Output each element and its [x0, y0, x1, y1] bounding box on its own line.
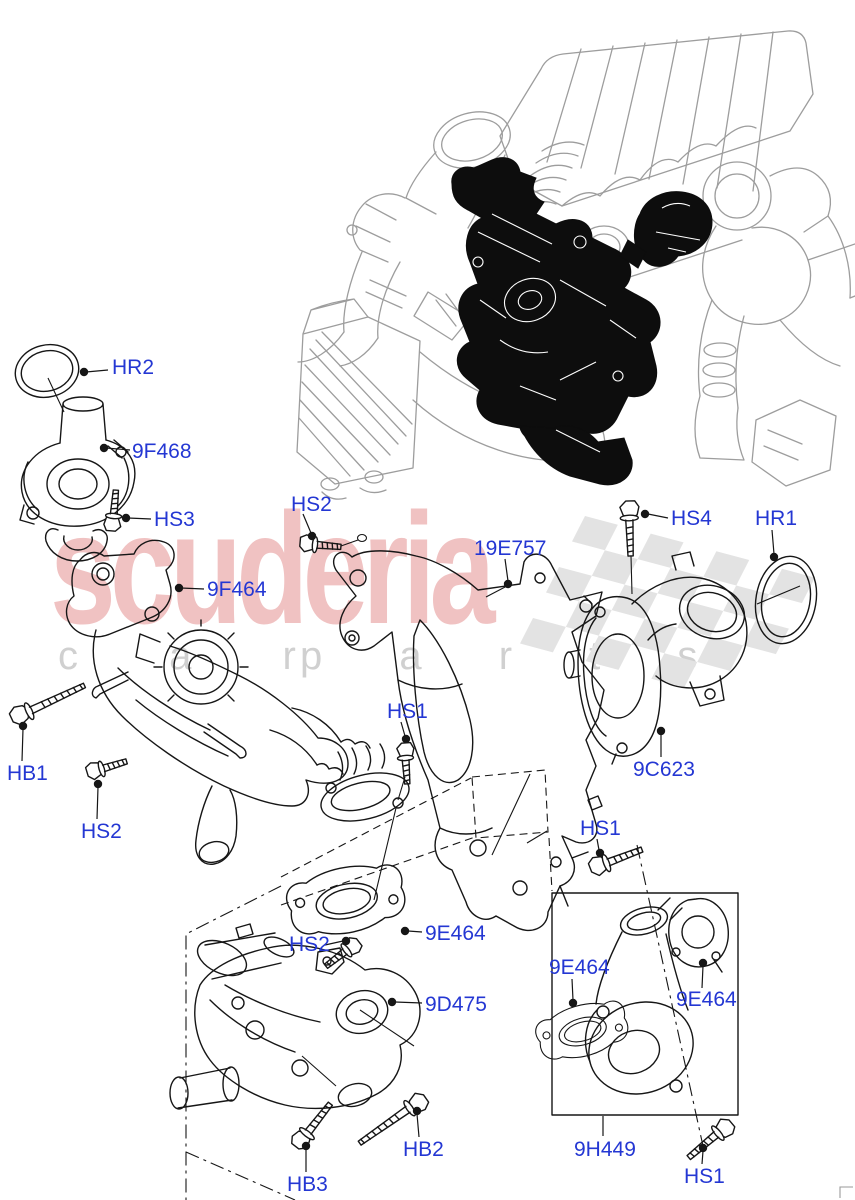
callout-hr1: HR1 [755, 507, 798, 530]
part-hr2-o-ring [14, 343, 80, 399]
part-9c623-egr-housing [563, 551, 748, 765]
bolt-hb1 [7, 675, 89, 729]
part-9f468-outlet-housing [19, 396, 136, 562]
callout-9f464: 9F464 [207, 578, 267, 601]
callout-9e464-box-right: 9E464 [676, 988, 737, 1011]
callout-hb3: HB3 [287, 1173, 328, 1196]
callout-9e464-top: 9E464 [425, 922, 486, 945]
callout-hs1-mid: HS1 [387, 700, 428, 723]
kit-box-9h449 [551, 892, 739, 1116]
bolt-hs1-box-top [586, 839, 646, 879]
callout-hs2-lower: HS2 [289, 933, 330, 956]
construction-lines [47, 377, 853, 1200]
callout-hs1-box-bottom: HS1 [684, 1165, 725, 1188]
callout-hs2-left: HS2 [81, 820, 122, 843]
callout-hs2-upper: HS2 [291, 493, 332, 516]
callout-9d475: 9D475 [425, 993, 487, 1016]
callout-leaders [21, 369, 775, 1172]
callout-hb2: HB2 [403, 1138, 444, 1161]
callout-dots [18, 367, 779, 1153]
part-hs2-lower-bracket [315, 947, 345, 975]
callout-19e757: 19E757 [474, 537, 547, 560]
engine-highlight-details [472, 202, 701, 453]
bolt-hs1-mid [395, 741, 417, 786]
bolt-hs3 [102, 488, 125, 533]
bolt-hb3 [287, 1096, 339, 1154]
callout-9c623: 9C623 [633, 758, 695, 781]
part-9e464-gasket-box-left [531, 993, 634, 1069]
bolt-hs2-upper [298, 533, 343, 556]
callout-hs3: HS3 [154, 508, 195, 531]
part-hr1-o-ring [754, 555, 818, 645]
part-9e464-gasket-top [281, 855, 412, 945]
watermark-parts: p a r t s [300, 634, 731, 678]
part-9e464-gasket-box-right [668, 897, 729, 973]
callout-9h449: 9H449 [574, 1138, 636, 1161]
watermark-checker-flag [520, 516, 815, 688]
part-9f464-egr-cooler [65, 539, 410, 865]
part-19e757-bracket [333, 550, 605, 931]
part-9h449-egr-tube [584, 897, 694, 1095]
part-9d475-egr-valve [169, 923, 421, 1110]
callout-hs4: HS4 [671, 507, 712, 530]
callout-9e464-box-left: 9E464 [549, 956, 610, 979]
bolt-hs4 [618, 499, 642, 557]
bolt-hs2-left [84, 752, 130, 782]
callout-hs1-box-top: HS1 [580, 817, 621, 840]
engine-highlighted-egr [451, 157, 713, 486]
bolt-hs1-box-bottom [682, 1114, 739, 1166]
callout-9f468: 9F468 [132, 440, 192, 463]
callout-hr2: HR2 [112, 356, 155, 379]
callout-hb1: HB1 [7, 762, 48, 785]
